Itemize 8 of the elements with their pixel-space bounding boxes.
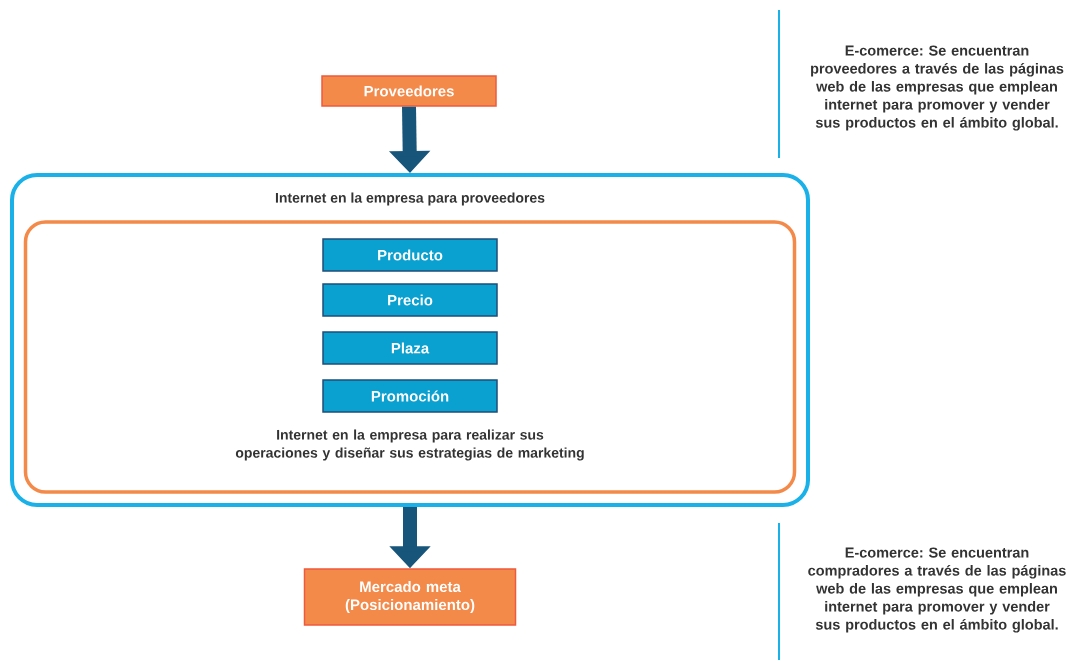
note-text: E-comerce: Se encuentran proveedores a través de las páginas web de las empresas que emplean internet para promover y vender sus productos en el ámbito global. [811,45,1064,131]
label-box: Mercado meta (Posicionamiento) [303,568,517,626]
mix-box: Plaza [322,331,498,365]
mix-box: Promoción [322,379,498,413]
mix-box: Producto [322,238,498,272]
note-text: E-comerce: Se encuentran compradores a través de las páginas web de las empresas que emplean internet para promover y vender sus productos en el ámbito global. [808,547,1066,633]
mix-box: Precio [322,283,498,317]
label-box: Proveedores [321,75,497,107]
